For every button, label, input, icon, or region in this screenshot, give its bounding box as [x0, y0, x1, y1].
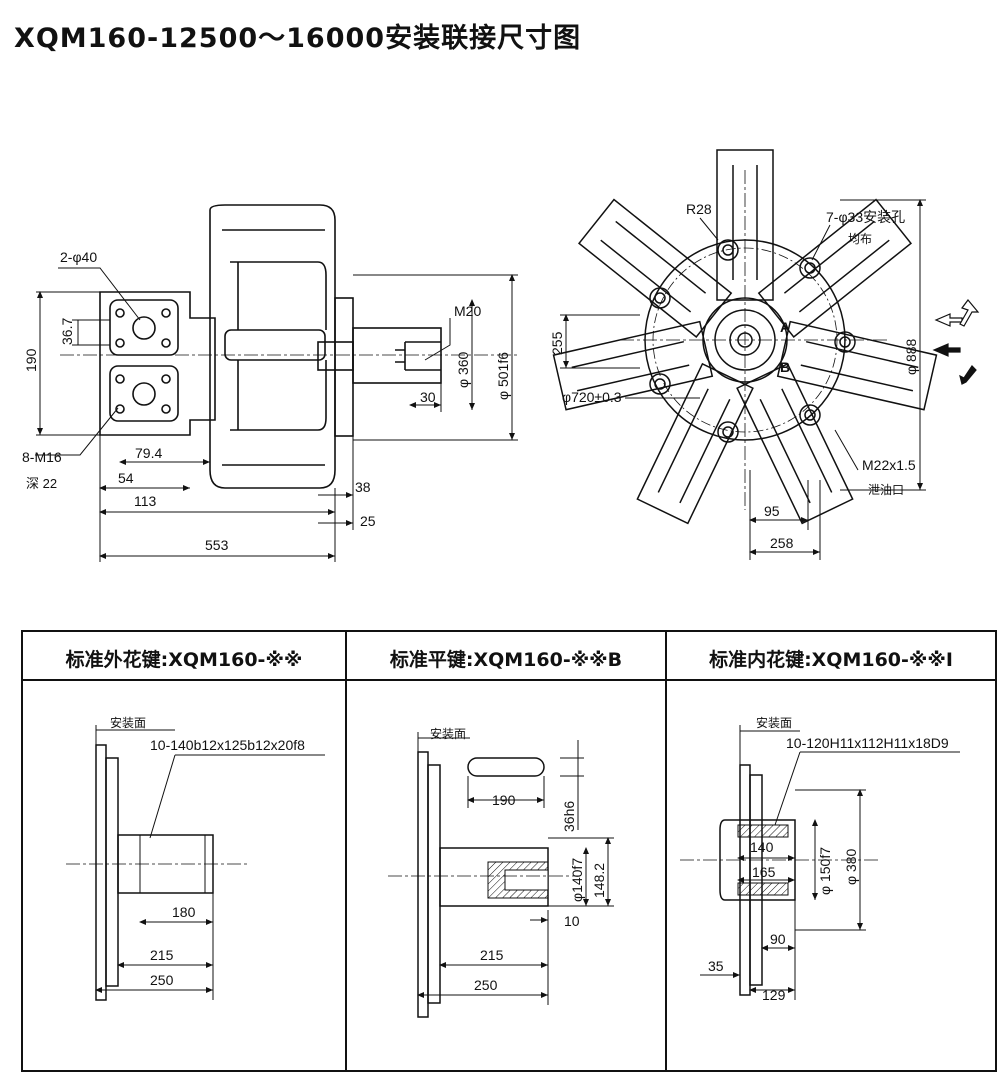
- label-113: 113: [134, 493, 157, 509]
- label-phi360: φ 360: [455, 351, 471, 388]
- p2-10: 10: [564, 913, 580, 929]
- label-phi720: φ720±0.3: [562, 389, 622, 405]
- label-port-b: B: [780, 359, 790, 375]
- solid-arrow-icon: [932, 343, 961, 357]
- upper-port-flange: [109, 299, 179, 356]
- label-79-4: 79.4: [135, 445, 162, 461]
- label-uniform: 均布: [848, 232, 872, 246]
- page-title: XQM160-12500～16000安装联接尺寸图: [14, 23, 582, 54]
- front-view: [552, 149, 938, 525]
- label-drain-port: 泄油口: [868, 483, 904, 497]
- label-258: 258: [770, 535, 794, 551]
- label-255: 255: [549, 331, 565, 355]
- side-view-labels: 2-φ40 190 36.7 8-M16 深 22 79.4 54 113 55…: [22, 249, 511, 553]
- p2-250: 250: [474, 977, 498, 993]
- label-port-a: A: [780, 319, 790, 335]
- side-view-dimensions: [35, 267, 518, 562]
- mount-holes: [649, 239, 856, 443]
- label-holes: 2-φ40: [60, 249, 97, 265]
- label-54: 54: [118, 470, 134, 486]
- label-30: 30: [420, 389, 436, 405]
- p3-165: 165: [752, 864, 776, 880]
- bottom-table: [21, 630, 997, 1072]
- label-38: 38: [355, 479, 371, 495]
- label-thread: 8-M16: [22, 449, 62, 465]
- label-553: 553: [205, 537, 229, 553]
- p1-215: 215: [150, 947, 174, 963]
- p2-148-2: 148.2: [591, 863, 607, 898]
- label-95: 95: [764, 503, 780, 519]
- label-phi888: φ 888: [903, 338, 919, 375]
- p1-spec: 10-140b12x125b12x20f8: [150, 737, 305, 753]
- label-mount-holes: 7-φ33安装孔: [826, 209, 905, 225]
- p3-spec: 10-120H11x112H11x18D9: [786, 735, 949, 751]
- lower-port-flange: [109, 365, 179, 422]
- p2-215: 215: [480, 947, 504, 963]
- label-r28: R28: [686, 201, 712, 217]
- label-190: 190: [23, 348, 39, 372]
- valve-block: [99, 291, 216, 436]
- label-25: 25: [360, 513, 376, 529]
- panel-flat-key: [388, 732, 614, 1018]
- p1-mount-face: 安装面: [110, 715, 146, 730]
- p3-129: 129: [762, 987, 786, 1003]
- p2-mount-face: 安装面: [430, 726, 466, 741]
- p3-35: 35: [708, 958, 724, 974]
- p1-180: 180: [172, 904, 196, 920]
- open-arrow-icon: [934, 313, 963, 327]
- label-phi501f6: φ 501f6: [495, 352, 511, 400]
- open-arrow-icon: [959, 299, 980, 327]
- p3-90: 90: [770, 931, 786, 947]
- motor-housing: [209, 204, 336, 489]
- p3-mount-face: 安装面: [756, 715, 792, 730]
- label-36-7: 36.7: [59, 318, 75, 345]
- p3-phi150f7: φ 150f7: [817, 847, 833, 895]
- panel-2-labels: 安装面 190 36h6 φ140f7 148.2 10 215 250: [430, 726, 607, 993]
- label-drain-thread: M22x1.5: [862, 457, 916, 473]
- panel-1-labels: 安装面 10-140b12x125b12x20f8 180 215 250: [110, 715, 305, 988]
- p1-250: 250: [150, 972, 174, 988]
- p2-36h6: 36h6: [561, 801, 577, 832]
- panel-header-internal-spline: 标准内花键:XQM160-※※I: [709, 648, 953, 671]
- panel-header-flat-key: 标准平键:XQM160-※※B: [389, 648, 623, 671]
- flow-arrows: [932, 299, 980, 385]
- front-view-dimensions: [560, 199, 926, 560]
- output-shaft: [352, 327, 442, 384]
- p3-phi380: φ 380: [843, 848, 859, 885]
- panel-external-spline: [66, 725, 325, 1001]
- p3-140: 140: [750, 839, 774, 855]
- p2-phi140f7: φ140f7: [569, 858, 585, 902]
- panel-3-labels: 安装面 10-120H11x112H11x18D9 140 165 φ 150f…: [708, 715, 949, 1003]
- side-view: [60, 204, 520, 489]
- label-m20: M20: [454, 303, 481, 319]
- front-view-labels: R28 7-φ33安装孔 均布 255 φ720±0.3 φ 888 A B M…: [549, 201, 919, 551]
- panel-header-external-spline: 标准外花键:XQM160-※※: [65, 648, 303, 671]
- p2-190: 190: [492, 792, 516, 808]
- panel-internal-spline: [680, 725, 960, 1000]
- solid-arrow-icon: [959, 365, 977, 385]
- mounting-flange: [334, 297, 354, 437]
- label-depth: 深 22: [26, 476, 57, 491]
